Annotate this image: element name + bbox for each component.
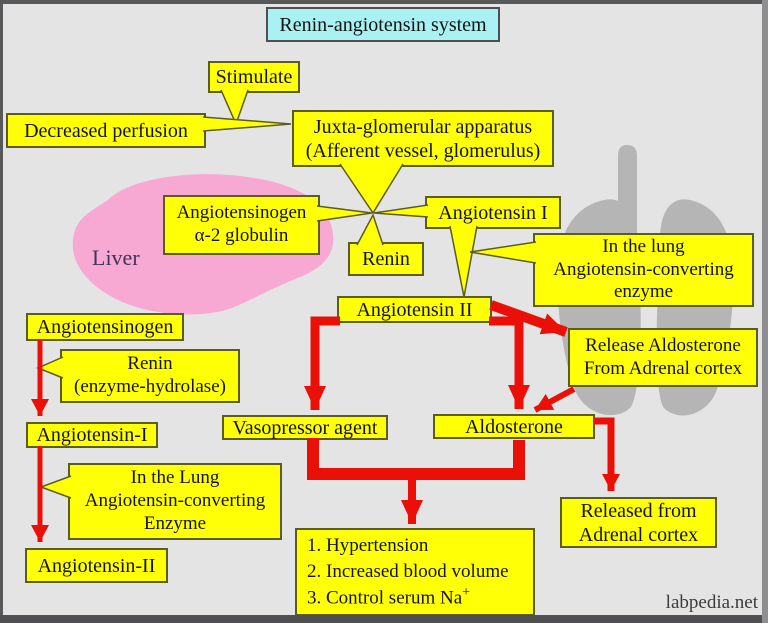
box-stimulate: Stimulate xyxy=(208,61,300,93)
juxta-line2: (Afferent vessel, glomerulus) xyxy=(305,139,541,162)
box-vasopressor-agent: Vasopressor agent xyxy=(222,415,388,440)
diagram-title-text: Renin-angiotensin system xyxy=(279,13,487,36)
frame-top xyxy=(0,0,768,4)
effects-line1: 1. Hypertension xyxy=(307,534,429,556)
box-angiotensinogen-a2-globulin: Angiotensinogen α-2 globulin xyxy=(163,195,320,255)
renin-enzyme-line1: Renin xyxy=(127,353,173,375)
box-decreased-perfusion: Decreased perfusion xyxy=(6,113,206,148)
box-renin-label: Renin xyxy=(362,248,410,270)
released-from-line2: Adrenal cortex xyxy=(578,523,699,546)
box-angiotensinogen-left: Angiotensinogen xyxy=(26,313,184,341)
lung-ace-line3: enzyme xyxy=(613,281,674,303)
box-juxtaglomerular-apparatus: Juxta-glomerular apparatus (Afferent ves… xyxy=(292,110,554,167)
watermark: labpedia.net xyxy=(665,592,758,613)
box-vasopressor-label: Vasopressor agent xyxy=(232,416,378,439)
box-release-aldosterone: Release Aldosterone From Adrenal cortex xyxy=(568,328,758,387)
box-angiotensin-2: Angiotensin II xyxy=(337,296,492,323)
a2-line2: α-2 globulin xyxy=(194,225,289,246)
box-angiotensin-2-left-label: Angiotensin-II xyxy=(37,554,156,577)
juxta-line1: Juxta-glomerular apparatus xyxy=(313,115,533,138)
diagram-title: Renin-angiotensin system xyxy=(266,7,500,42)
effects-line3-text: 3. Control serum Na xyxy=(307,587,463,609)
box-angiotensin-1-left-label: Angiotensin-I xyxy=(36,424,148,446)
liver-label: Liver xyxy=(92,245,140,270)
box-angiotensin-1-label: Angiotensin I xyxy=(438,201,548,224)
frame-left xyxy=(0,0,3,623)
box-renin: Renin xyxy=(348,242,424,276)
box-angiotensin-2-label: Angiotensin II xyxy=(356,298,473,321)
box-effects-list: 1. Hypertension 2. Increased blood volum… xyxy=(295,528,535,616)
box-lung-ace: In the lung Angiotensin-converting enzym… xyxy=(533,233,754,307)
renin-enzyme-line2: (enzyme-hydrolase) xyxy=(74,376,226,397)
box-aldosterone-label: Aldosterone xyxy=(465,415,563,438)
release-line2: From Adrenal cortex xyxy=(583,357,743,379)
frame-bottom xyxy=(0,615,768,623)
frame-right xyxy=(762,0,768,623)
effects-line2: 2. Increased blood volume xyxy=(307,560,509,582)
lung-ace-left-line3: Enzyme xyxy=(143,512,207,534)
lung-ace-left-line2: Angiotensin-converting xyxy=(84,490,266,512)
lung-ace-line1: In the lung xyxy=(602,235,685,257)
box-released-from-adrenal: Released from Adrenal cortex xyxy=(560,497,717,548)
box-aldosterone: Aldosterone xyxy=(433,414,595,439)
box-decreased-perfusion-label: Decreased perfusion xyxy=(24,119,188,142)
lung-ace-line2: Angiotensin-converting xyxy=(553,258,734,280)
released-from-line1: Released from xyxy=(580,499,697,522)
effects-line3-superscript: + xyxy=(462,585,471,601)
lung-ace-left-line1: In the Lung xyxy=(130,467,220,489)
box-lung-ace-left: In the Lung Angiotensin-converting Enzym… xyxy=(68,463,282,540)
box-angiotensin-2-left: Angiotensin-II xyxy=(25,548,168,583)
box-angiotensin-1-left: Angiotensin-I xyxy=(26,422,158,448)
effects-line3: 3. Control serum Na+ xyxy=(307,584,470,611)
box-angiotensin-1: Angiotensin I xyxy=(425,196,561,229)
box-angiotensinogen-left-label: Angiotensinogen xyxy=(36,316,174,338)
box-renin-enzyme-hydrolase: Renin (enzyme-hydrolase) xyxy=(60,349,240,403)
box-stimulate-label: Stimulate xyxy=(215,66,293,88)
release-line1: Release Aldosterone xyxy=(585,334,741,356)
a2-line1: Angiotensinogen xyxy=(176,202,307,224)
